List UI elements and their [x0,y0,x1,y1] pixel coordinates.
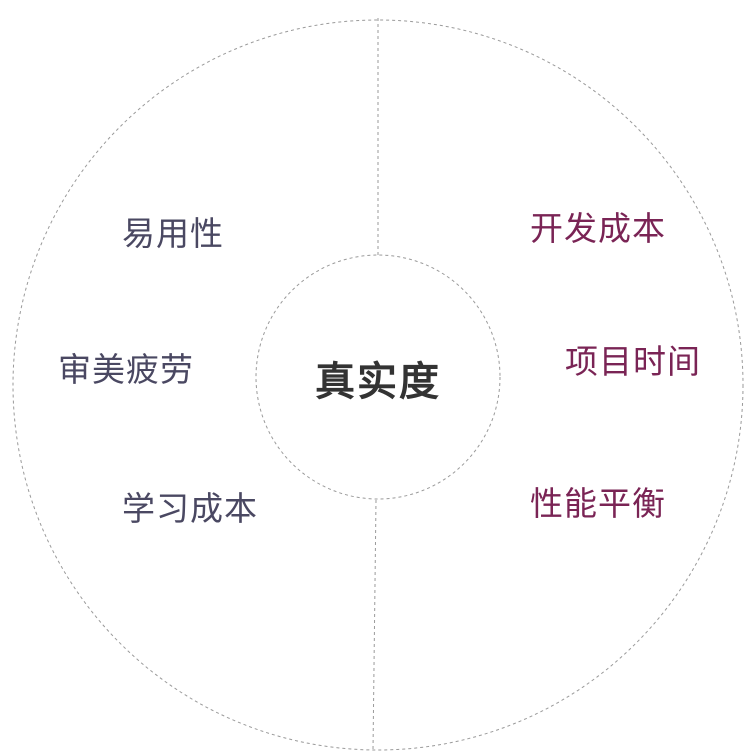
center-label: 真实度 [315,359,441,405]
right-item-project-time: 项目时间 [565,342,701,381]
inner-circle [255,254,501,500]
right-item-dev-cost: 开发成本 [530,209,666,248]
right-item-performance-balance: 性能平衡 [530,484,666,523]
left-item-usability: 易用性 [122,214,224,253]
divider-bottom [372,499,377,751]
left-item-aesthetic-fatigue: 审美疲劳 [58,350,194,389]
outer-circle [12,19,744,751]
left-item-learning-cost: 学习成本 [122,489,258,528]
